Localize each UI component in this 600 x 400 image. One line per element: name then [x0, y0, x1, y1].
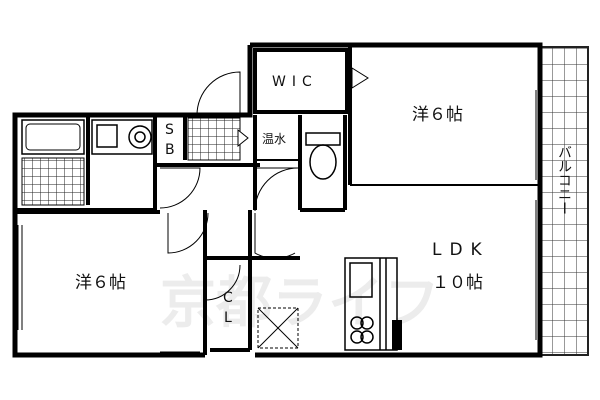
room-label-balcony: バルコニー [556, 145, 572, 215]
interior-walls [15, 45, 540, 355]
room-label-western-left: 洋６帖 [75, 273, 126, 293]
fridge-space [257, 307, 299, 349]
room-label-ldk: LDK [432, 240, 490, 260]
bathtub [21, 119, 85, 155]
toilet [305, 132, 341, 180]
room-label-wic: WIC [272, 74, 318, 90]
arrows [237, 67, 369, 148]
room-label-water-heater: 温水 [262, 132, 286, 146]
storage-grid [187, 117, 241, 161]
door-swings [159, 71, 299, 301]
room-label-ldk-size: １０帖 [432, 273, 483, 293]
windows [17, 90, 537, 353]
kitchen-pillar [392, 320, 402, 350]
kitchen-counter [344, 257, 398, 351]
room-label-closet-l: L [224, 310, 232, 326]
room-label-western-top: 洋６帖 [412, 105, 463, 125]
room-label-sb-s: S [165, 122, 174, 138]
washbasin [91, 119, 153, 155]
balcony [538, 46, 589, 356]
shower-floor [21, 157, 85, 206]
room-label-sb-b: B [165, 142, 175, 158]
room-label-closet-c: C [223, 290, 233, 306]
outer-walls [12, 42, 543, 358]
